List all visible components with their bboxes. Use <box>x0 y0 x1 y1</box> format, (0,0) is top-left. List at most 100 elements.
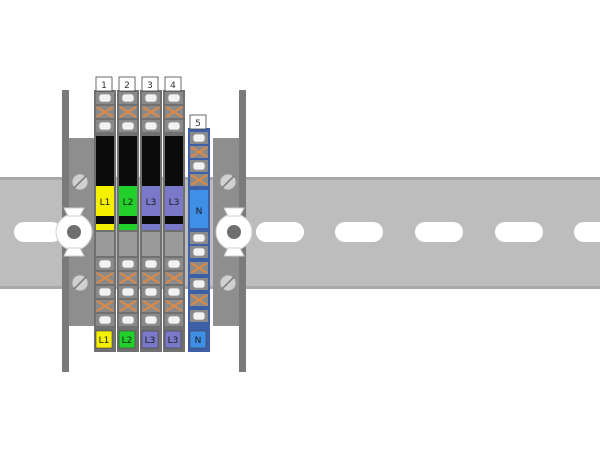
rail-slot <box>14 222 62 242</box>
end-clamp-icon <box>55 207 93 257</box>
phase-label: L2 <box>123 198 134 208</box>
phase-marker-bottom <box>118 330 136 349</box>
phase-label-bottom: L3 <box>168 336 179 346</box>
spring-clamp-icon <box>190 174 208 186</box>
slotted-screw-icon <box>219 274 237 292</box>
slotted-screw-icon <box>71 274 89 292</box>
slotted-screw-icon <box>219 173 237 191</box>
phase-marker-strip <box>165 224 183 230</box>
spring-clamp-icon <box>165 300 183 312</box>
phase-label-bottom: L2 <box>122 336 133 346</box>
left-end-clamp <box>55 90 95 372</box>
spring-clamp-icon <box>96 106 114 118</box>
terminal-black-band <box>96 136 114 186</box>
spring-clamp-icon <box>190 146 208 158</box>
neutral-terminal-block: 5NN <box>188 114 210 352</box>
terminal-number-tag <box>189 114 207 130</box>
wire-entry-icon <box>96 92 114 104</box>
terminal-black-band <box>119 216 137 224</box>
wire-entry-icon <box>165 314 183 326</box>
wire-entry-icon <box>96 286 114 298</box>
wire-entry-icon <box>165 120 183 132</box>
terminal-black-band <box>165 216 183 224</box>
terminal-number-tag <box>95 76 113 92</box>
wire-entry-icon <box>119 314 137 326</box>
wire-entry-icon <box>165 286 183 298</box>
phase-label-bottom: L3 <box>145 336 156 346</box>
din-rail-top-edge <box>0 177 600 180</box>
terminal-middle <box>119 232 137 256</box>
spring-clamp-icon <box>142 106 160 118</box>
phase-marker <box>119 186 137 216</box>
spring-clamp-icon <box>190 262 208 274</box>
wire-entry-icon <box>190 310 208 322</box>
spring-clamp-icon <box>119 272 137 284</box>
terminal-number-tag <box>141 76 159 92</box>
rail-slot <box>495 222 543 242</box>
wire-entry-icon <box>142 258 160 270</box>
spring-clamp-icon <box>190 294 208 306</box>
wire-entry-icon <box>142 314 160 326</box>
wire-entry-icon <box>190 160 208 172</box>
terminal-number-tag <box>118 76 136 92</box>
wire-entry-icon <box>96 120 114 132</box>
wire-entry-icon <box>165 258 183 270</box>
din-rail-bottom-edge <box>0 286 600 289</box>
end-clamp-icon <box>215 207 253 257</box>
neutral-marker-bottom <box>189 330 207 349</box>
phase-marker <box>142 186 160 216</box>
neutral-marker <box>190 190 208 228</box>
wire-entry-icon <box>96 258 114 270</box>
terminal-number: 3 <box>147 81 153 91</box>
wire-entry-icon <box>165 92 183 104</box>
din-rail-slots <box>14 222 600 242</box>
terminal-number: 2 <box>124 81 130 91</box>
wire-entry-icon <box>119 286 137 298</box>
spring-clamp-icon <box>96 300 114 312</box>
phase-marker-bottom <box>95 330 113 349</box>
spring-clamp-icon <box>165 272 183 284</box>
spring-clamp-icon <box>96 272 114 284</box>
rail-slot <box>574 222 600 242</box>
wire-entry-icon <box>119 258 137 270</box>
wire-entry-icon <box>96 314 114 326</box>
spring-clamp-icon <box>119 300 137 312</box>
terminal-number: 1 <box>101 81 107 91</box>
terminal-black-band <box>165 136 183 186</box>
rail-slot <box>335 222 383 242</box>
wire-entry-icon <box>119 120 137 132</box>
terminal-number: 5 <box>195 119 201 129</box>
phase-marker-bottom <box>141 330 159 349</box>
terminal-black-band <box>96 216 114 224</box>
phase-label: L1 <box>100 198 111 208</box>
right-end-clamp <box>213 90 253 372</box>
spring-clamp-icon <box>165 106 183 118</box>
spring-clamp-icon <box>142 272 160 284</box>
wire-entry-icon <box>142 120 160 132</box>
wire-entry-icon <box>190 232 208 244</box>
terminal-number: 4 <box>170 81 176 91</box>
slotted-screw-icon <box>71 173 89 191</box>
wire-entry-icon <box>190 278 208 290</box>
wire-entry-icon <box>142 92 160 104</box>
phase-marker-strip <box>96 224 114 230</box>
terminal-middle <box>142 232 160 256</box>
phase-marker-strip <box>119 224 137 230</box>
phase-label: L3 <box>169 198 180 208</box>
wire-entry-icon <box>119 92 137 104</box>
wire-entry-icon <box>190 132 208 144</box>
terminal-number-tag <box>164 76 182 92</box>
phase-marker-bottom <box>164 330 182 349</box>
terminal-black-band <box>142 136 160 186</box>
terminal-black-band <box>119 136 137 186</box>
terminal-middle <box>165 232 183 256</box>
neutral-label-bottom: N <box>195 336 202 346</box>
terminal-black-band <box>142 216 160 224</box>
